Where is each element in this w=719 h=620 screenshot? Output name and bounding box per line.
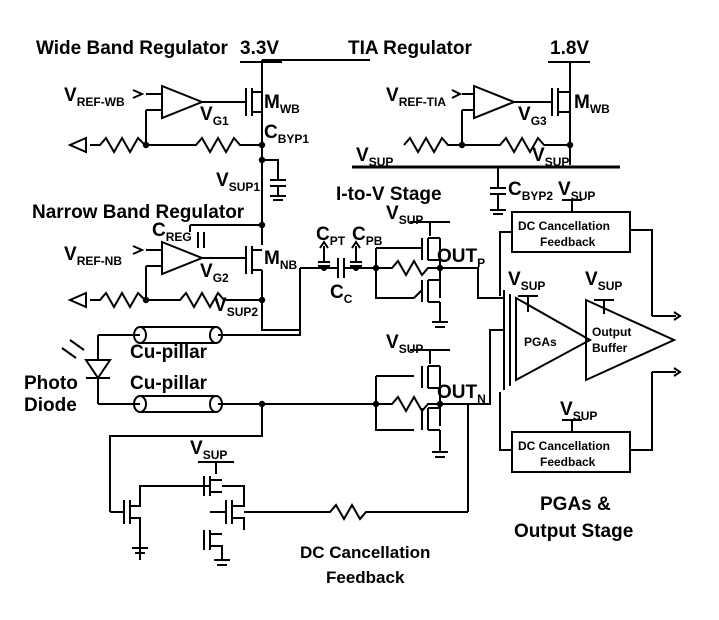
wide-band-regulator-title: Wide Band Regulator	[36, 38, 229, 59]
vref-wb-label: VREF-WB	[64, 85, 125, 109]
tia-regulator-title: TIA Regulator	[348, 38, 472, 59]
vsup2-label: VSUP2	[214, 295, 258, 319]
supply-3v3-label: 3.3V	[240, 38, 279, 59]
cpb-label: CPB	[352, 224, 383, 248]
outp-label: OUTP	[437, 246, 485, 270]
cc-label: CC	[330, 282, 353, 306]
vg1-label: VG1	[200, 104, 229, 128]
dc-cancellation-feedback	[109, 404, 468, 566]
cpt-label: CPT	[316, 224, 346, 248]
supply-1v8-label: 1.8V	[550, 38, 589, 59]
photodiode-input	[61, 326, 376, 413]
creg-label: CREG	[152, 220, 192, 244]
vsup-bottom-label: VSUP	[190, 438, 227, 462]
vsup1-label: VSUP1	[216, 170, 260, 194]
cu-pillar-2-label: Cu-pillar	[130, 373, 208, 394]
dc-feedback-title-2: Feedback	[326, 568, 405, 587]
dc-top-line1: DC Cancellation	[518, 219, 610, 233]
itov-stage	[300, 221, 504, 512]
cbyp2-label: CBYP2	[508, 179, 553, 203]
vsup-right-label: VSUP	[532, 145, 569, 169]
diode-label: Diode	[24, 395, 77, 416]
output-buffer-label-1: Output	[592, 325, 631, 339]
cbyp1-label: CBYP1	[264, 122, 309, 146]
pga-stage-title-1: PGAs &	[540, 494, 611, 515]
vsup-itov-bot-label: VSUP	[386, 332, 423, 356]
vsup-buffer-label: VSUP	[585, 269, 622, 293]
dc-bot-line1: DC Cancellation	[518, 439, 610, 453]
cu-pillar-1-label: Cu-pillar	[130, 342, 208, 363]
outn-label: OUTN	[437, 382, 486, 406]
itov-stage-title: I-to-V Stage	[336, 184, 442, 205]
mwb-left-label: MWB	[264, 92, 300, 116]
output-buffer-label-2: Buffer	[592, 341, 628, 355]
pga-label: PGAs	[524, 335, 557, 349]
narrow-band-regulator-title: Narrow Band Regulator	[32, 202, 245, 223]
narrow-band-regulator	[67, 221, 301, 331]
vsup-itov-top-label: VSUP	[386, 203, 423, 227]
mnb-label: MNB	[264, 248, 297, 272]
vg2-label: VG2	[200, 261, 229, 285]
mwb-right-label: MWB	[574, 92, 610, 116]
vsup-pga-label: VSUP	[508, 269, 545, 293]
wide-band-regulator	[67, 59, 370, 225]
pga-stage-title-2: Output Stage	[514, 521, 633, 542]
vg3-label: VG3	[518, 104, 547, 128]
pga-output-stage: PGAs Output Buffer DC Cancellation Feedb…	[499, 199, 682, 473]
dc-top-line2: Feedback	[540, 235, 596, 249]
vsup-left-label: VSUP	[356, 145, 393, 169]
vref-tia-label: VREF-TIA	[386, 85, 446, 109]
photo-label: Photo	[24, 373, 78, 394]
vsup-dc-top-label: VSUP	[558, 179, 595, 203]
tia-regulator	[352, 61, 620, 215]
dc-feedback-title-1: DC Cancellation	[300, 543, 430, 562]
dc-bot-line2: Feedback	[540, 455, 596, 469]
vref-nb-label: VREF-NB	[64, 244, 122, 268]
